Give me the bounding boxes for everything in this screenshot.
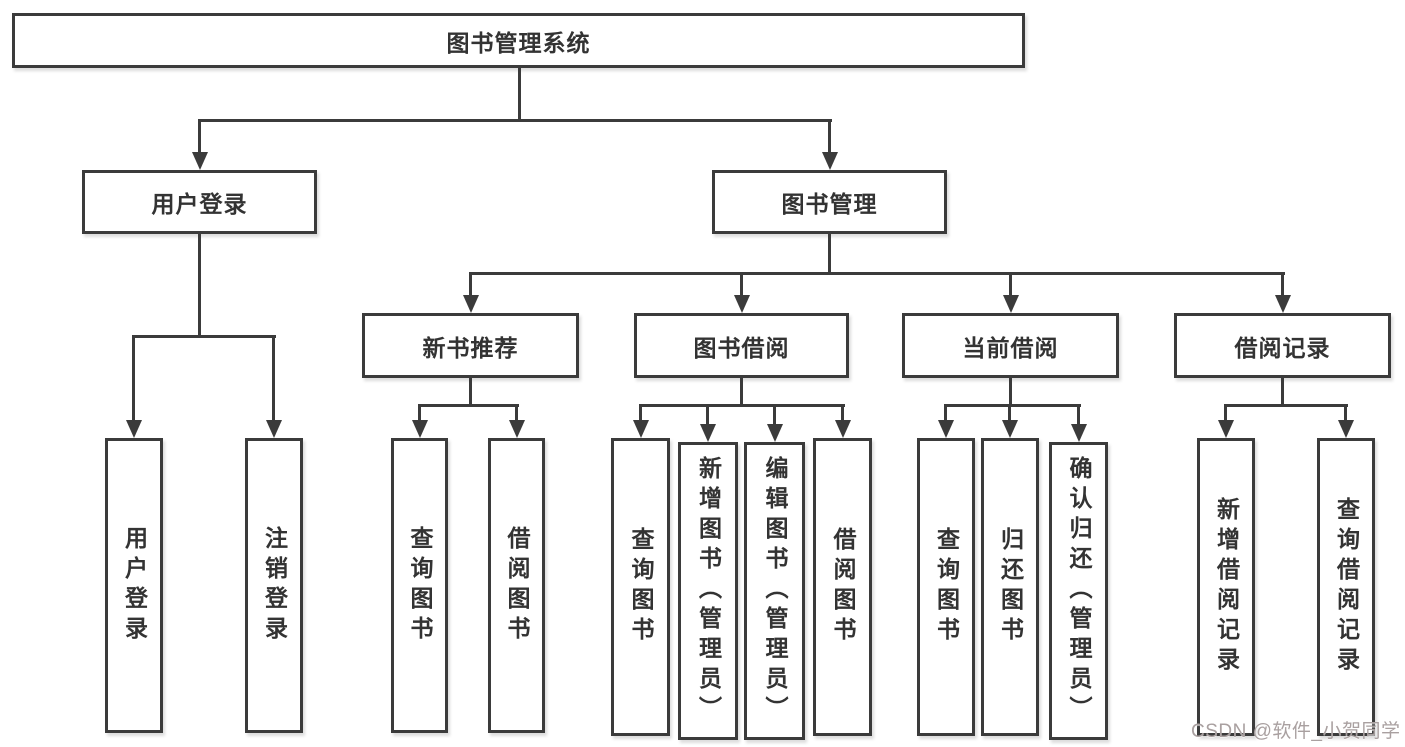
connector-line — [1344, 404, 1347, 420]
node-label: 借阅记录 — [1234, 334, 1331, 361]
csdn-watermark: CSDN @软件_小贺同学 — [1191, 721, 1401, 742]
arrow-down-icon — [126, 420, 142, 438]
leaf-query-books-current: 查询图书 — [917, 438, 975, 736]
leaf-logout: 注销登录 — [245, 438, 303, 733]
leaf-query-borrow-record: 查询借阅记录 — [1317, 438, 1375, 736]
arrow-down-icon — [767, 424, 783, 442]
node-label: 图书管理 — [781, 191, 878, 217]
connector-line — [740, 272, 743, 295]
node-label: 新书推荐 — [422, 334, 519, 361]
connector-line — [639, 404, 642, 420]
connector-line — [1077, 404, 1080, 424]
leaf-label: 查询借阅记录 — [1333, 497, 1360, 677]
leaf-label: 查询图书 — [407, 525, 433, 646]
node-borrow-records: 借阅记录 — [1174, 313, 1391, 378]
leaf-user-login: 用户登录 — [105, 438, 163, 733]
leaf-add-borrow-record: 新增借阅记录 — [1197, 438, 1255, 736]
connector-line — [198, 119, 201, 152]
connector-line — [740, 378, 743, 407]
leaf-label: 归还图书 — [997, 527, 1024, 647]
arrow-down-icon — [1275, 295, 1291, 313]
arrow-down-icon — [1071, 424, 1087, 442]
arrow-down-icon — [412, 420, 428, 438]
connector-line — [1009, 272, 1012, 295]
arrow-down-icon — [700, 424, 716, 442]
node-label: 当前借阅 — [962, 334, 1059, 361]
connector-line — [515, 404, 518, 420]
leaf-confirm-return-admin: 确认归还（管理员） — [1049, 442, 1108, 740]
arrow-down-icon — [822, 152, 838, 170]
connector-line — [828, 234, 831, 275]
arrow-down-icon — [192, 152, 208, 170]
leaf-label: 查询图书 — [933, 527, 960, 647]
connector-line — [132, 335, 276, 338]
connector-line — [418, 404, 519, 407]
leaf-label: 新增图书（管理员） — [695, 456, 722, 726]
arrow-down-icon — [938, 420, 954, 438]
leaf-edit-books-admin: 编辑图书（管理员） — [744, 442, 805, 740]
leaf-add-books-admin: 新增图书（管理员） — [678, 442, 738, 740]
connector-line — [1224, 404, 1348, 407]
node-book-management: 图书管理 — [712, 170, 947, 234]
leaf-label: 新增借阅记录 — [1213, 497, 1240, 677]
arrow-down-icon — [1218, 420, 1234, 438]
arrow-down-icon — [734, 295, 750, 313]
connector-line — [1224, 404, 1227, 420]
connector-line — [132, 335, 135, 420]
arrow-down-icon — [835, 420, 851, 438]
arrow-down-icon — [1338, 420, 1354, 438]
connector-line — [639, 404, 845, 407]
connector-line — [773, 404, 776, 424]
arrow-down-icon — [1002, 420, 1018, 438]
leaf-query-books-recommend: 查询图书 — [391, 438, 448, 733]
leaf-label: 借阅图书 — [504, 525, 530, 646]
arrow-down-icon — [509, 420, 525, 438]
arrow-down-icon — [1003, 295, 1019, 313]
connector-line — [841, 404, 844, 420]
connector-line — [1009, 378, 1012, 407]
leaf-query-books-borrow: 查询图书 — [611, 438, 670, 736]
leaf-label: 用户登录 — [121, 525, 148, 646]
arrow-down-icon — [633, 420, 649, 438]
node-new-book-recommend: 新书推荐 — [362, 313, 579, 378]
connector-line — [469, 272, 472, 295]
node-current-borrow: 当前借阅 — [902, 313, 1119, 378]
node-library-management-system: 图书管理系统 — [12, 13, 1025, 68]
leaf-label: 编辑图书（管理员） — [762, 456, 788, 726]
leaf-label: 注销登录 — [261, 525, 288, 646]
leaf-label: 查询图书 — [628, 527, 654, 647]
connector-line — [1281, 378, 1284, 407]
connector-line — [944, 404, 947, 420]
leaf-borrow-books: 借阅图书 — [813, 438, 872, 736]
connector-line — [828, 119, 831, 152]
node-label: 图书借阅 — [693, 334, 790, 361]
connector-line — [418, 404, 421, 420]
leaf-label: 借阅图书 — [830, 527, 856, 647]
leaf-borrow-books-recommend: 借阅图书 — [488, 438, 545, 733]
node-label: 图书管理系统 — [446, 29, 591, 56]
arrow-down-icon — [463, 295, 479, 313]
connector-line — [944, 404, 1081, 407]
node-label: 用户登录 — [151, 191, 248, 217]
node-user-login: 用户登录 — [82, 170, 317, 234]
connector-line — [198, 234, 201, 338]
leaf-return-books: 归还图书 — [981, 438, 1039, 736]
connector-line — [198, 119, 832, 122]
connector-line — [706, 404, 709, 424]
connector-line — [272, 335, 275, 420]
connector-line — [469, 272, 1285, 275]
node-book-borrow: 图书借阅 — [634, 313, 849, 378]
leaf-label: 确认归还（管理员） — [1066, 456, 1092, 726]
arrow-down-icon — [266, 420, 282, 438]
connector-line — [1008, 404, 1011, 420]
connector-line — [1281, 272, 1284, 295]
connector-line — [469, 378, 472, 407]
connector-line — [518, 68, 521, 121]
